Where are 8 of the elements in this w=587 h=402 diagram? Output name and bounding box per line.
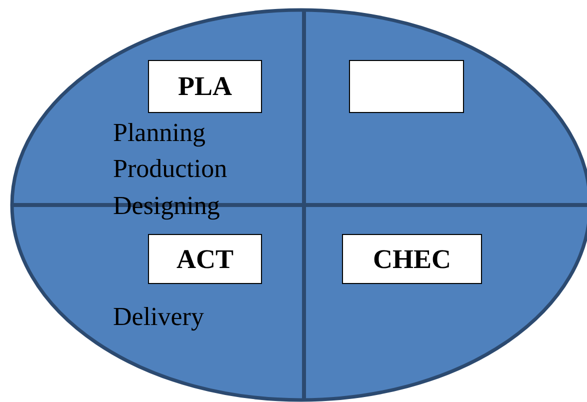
list-item-text: Planning — [113, 120, 206, 146]
list-item-text: Production — [113, 156, 228, 182]
blank-box — [349, 60, 464, 113]
list-item-text: Delivery — [113, 304, 204, 330]
list-item-text: Designing — [113, 193, 220, 219]
quadrant-label-box: CHEC — [342, 234, 482, 284]
quadrant-label-box: ACT — [148, 234, 262, 284]
quadrant-label-box: PLA — [148, 60, 262, 113]
